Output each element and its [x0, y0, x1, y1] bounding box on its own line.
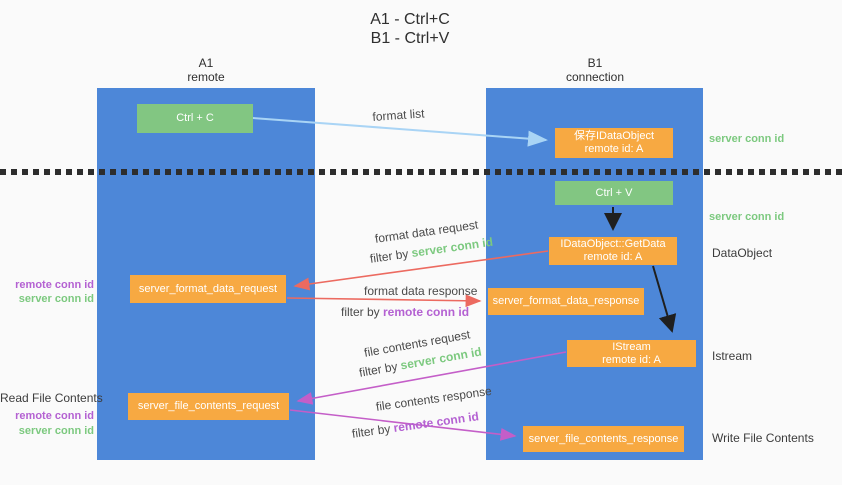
- lane-b1-header: B1 connection: [535, 56, 655, 84]
- node-format-response-label: server_format_data_response: [492, 295, 640, 307]
- lane-a1-header: A1 remote: [146, 56, 266, 84]
- lane-a1-name: A1: [198, 56, 214, 70]
- lane-b1-name: B1: [587, 56, 603, 70]
- phase-separator-dotted-line: [0, 169, 842, 175]
- node-istream-line1: IStream: [612, 340, 651, 353]
- label-read-file-contents: Read File Contents: [0, 391, 103, 405]
- label-format-data-response: format data response: [364, 284, 478, 298]
- node-server-file-contents-response: server_file_contents_response: [523, 426, 684, 452]
- filter-by-text: filter by: [369, 246, 413, 266]
- diagram-title: A1 - Ctrl+C B1 - Ctrl+V: [300, 10, 520, 48]
- filter-by-text: filter by: [341, 305, 384, 319]
- node-server-format-data-response: server_format_data_response: [488, 288, 644, 315]
- node-ctrl-v-label: Ctrl + V: [595, 186, 633, 199]
- node-save-idataobject-line1: 保存IDataObject: [573, 130, 655, 142]
- remote-conn-id-text: remote conn id: [383, 305, 470, 319]
- node-save-idataobject: 保存IDataObject remote id: A: [555, 128, 673, 158]
- label-filter-by-remote-conn-id-2: filter by remote conn id: [351, 409, 480, 441]
- node-format-request-label: server_format_data_request: [138, 282, 278, 295]
- label-remote-conn-id-left-bottom: remote conn id: [15, 410, 94, 422]
- label-remote-conn-id-left-top: remote conn id: [15, 279, 94, 291]
- node-getdata-line1: IDataObject::GetData: [560, 238, 666, 250]
- node-server-format-data-request: server_format_data_request: [130, 275, 286, 303]
- node-ctrl-c: Ctrl + C: [137, 104, 253, 133]
- label-dataobject: DataObject: [712, 246, 773, 260]
- node-ctrl-c-label: Ctrl + C: [176, 112, 214, 124]
- label-format-list: format list: [372, 106, 425, 124]
- lane-b1-subtitle: connection: [565, 70, 625, 84]
- label-server-conn-id-left-bottom: server conn id: [18, 425, 94, 437]
- node-istream-line2: remote id: A: [602, 353, 661, 366]
- remote-conn-id-text: remote conn id: [392, 409, 480, 436]
- label-server-conn-id-left-top: server conn id: [18, 293, 94, 305]
- label-istream: Istream: [712, 349, 753, 363]
- label-server-conn-id-right-mid: server conn id: [709, 211, 785, 223]
- node-file-response-label: server_file_contents_response: [528, 432, 679, 445]
- node-save-idataobject-line2: remote id: A: [584, 143, 644, 155]
- node-file-request-label: server_file_contents_request: [137, 400, 280, 412]
- node-getdata-line2: remote id: A: [583, 251, 643, 263]
- node-server-file-contents-request: server_file_contents_request: [128, 393, 289, 420]
- title-line-1: A1 - Ctrl+C: [370, 11, 450, 28]
- arrow-format-data-response: [286, 294, 482, 308]
- title-line-2: B1 - Ctrl+V: [370, 30, 450, 47]
- node-istream: IStream remote id: A: [567, 340, 696, 367]
- node-ctrl-v: Ctrl + V: [555, 181, 673, 205]
- node-idataobject-getdata: IDataObject::GetData remote id: A: [549, 237, 677, 265]
- lane-a1-subtitle: remote: [187, 70, 225, 84]
- label-filter-by-remote-conn-id-1: filter by remote conn id: [341, 305, 469, 319]
- filter-by-text: filter by: [358, 358, 402, 380]
- filter-by-text: filter by: [351, 421, 395, 441]
- label-server-conn-id-right-top: server conn id: [709, 133, 785, 145]
- label-write-file-contents: Write File Contents: [712, 431, 814, 445]
